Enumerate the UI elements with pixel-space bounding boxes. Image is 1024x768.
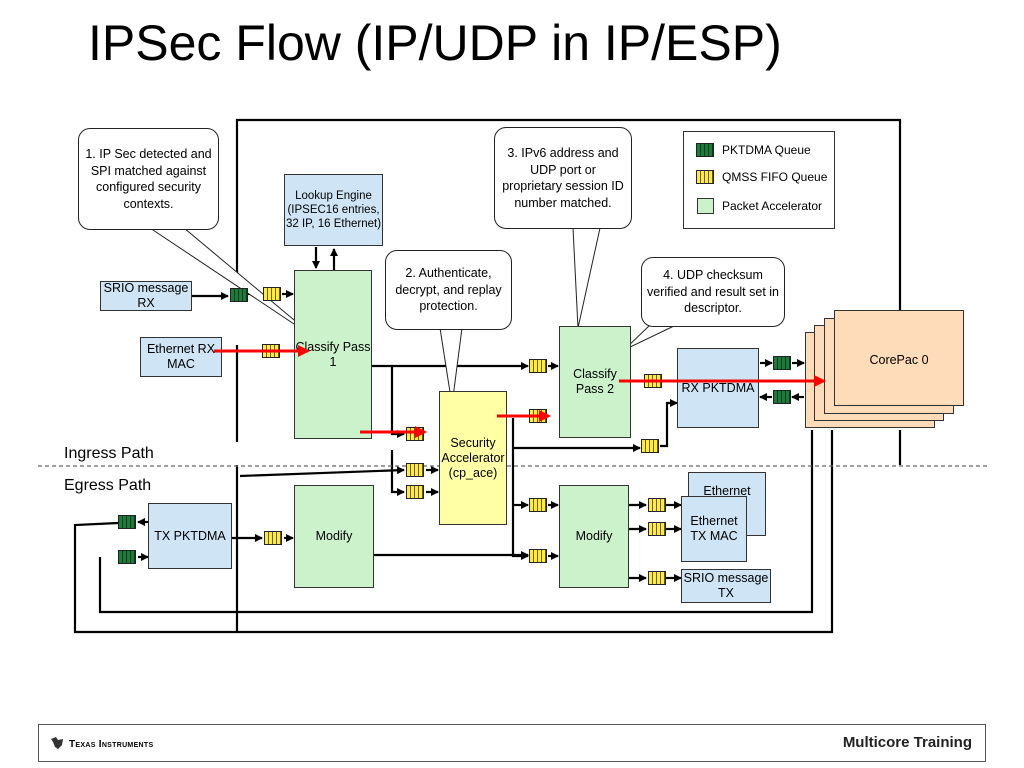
qmss-fifo-queue-icon [641, 439, 659, 453]
qmss-fifo-queue-icon [264, 531, 282, 545]
qmss-fifo-queue-icon [406, 427, 424, 441]
page-title: IPSec Flow (IP/UDP in IP/ESP) [88, 15, 782, 71]
pktdma-queue-icon [773, 390, 791, 404]
srio-message-rx: SRIO message RX [100, 281, 192, 311]
company-name: Texas Instruments [69, 739, 154, 750]
legend-packet-acc-label: Packet Accelerator [722, 199, 823, 213]
callout-udp-checksum: 4. UDP checksum verified and result set … [641, 257, 785, 327]
legend-qmss-label: QMSS FIFO Queue [722, 170, 828, 184]
pktdma-queue-icon [118, 515, 136, 529]
callout-ipv6-matched: 3. IPv6 address and UDP port or propriet… [494, 127, 632, 229]
qmss-fifo-queue-icon [648, 498, 666, 512]
pktdma-queue-icon [230, 288, 248, 302]
qmss-fifo-queue-icon [529, 549, 547, 563]
tx-pktdma: TX PKTDMA [148, 503, 232, 569]
lookup-engine: Lookup Engine (IPSEC16 entries, 32 IP, 1… [284, 174, 383, 246]
corepac-0: CorePac 0 [834, 310, 964, 406]
security-accelerator: Security Accelerator (cp_ace) [439, 391, 507, 525]
rx-pktdma: RX PKTDMA [677, 348, 759, 428]
pktdma-queue-icon [696, 143, 714, 157]
ti-logo-icon [50, 736, 64, 753]
egress-path-label: Egress Path [64, 477, 152, 494]
footer-bar [38, 724, 986, 762]
qmss-fifo-queue-icon [263, 287, 281, 301]
callout-ipsec-detected: 1. IP Sec detected and SPI matched again… [78, 128, 219, 230]
qmss-fifo-queue-icon [406, 485, 424, 499]
qmss-fifo-queue-icon [644, 374, 662, 388]
classify-pass-1: Classify Pass 1 [294, 270, 372, 439]
qmss-fifo-queue-icon [529, 359, 547, 373]
modify-egress-1: Modify [294, 485, 374, 588]
qmss-fifo-queue-icon [406, 463, 424, 477]
qmss-fifo-queue-icon [696, 170, 714, 184]
srio-message-tx: SRIO message TX [681, 569, 771, 603]
modify-egress-2: Modify [559, 485, 629, 588]
ethernet-tx-mac: Ethernet TX MAC [681, 496, 747, 562]
pktdma-queue-icon [118, 550, 136, 564]
ethernet-rx-mac: Ethernet RX MAC [140, 337, 222, 377]
legend-pktdma-label: PKTDMA Queue [722, 143, 811, 157]
qmss-fifo-queue-icon [529, 409, 547, 423]
qmss-fifo-queue-icon [648, 571, 666, 585]
ti-brand: Texas Instruments [50, 736, 153, 753]
packet-accelerator-swatch [697, 198, 714, 214]
pktdma-queue-icon [773, 356, 791, 370]
qmss-fifo-queue-icon [648, 522, 666, 536]
qmss-fifo-queue-icon [529, 498, 547, 512]
multicore-training-label: Multicore Training [842, 734, 972, 751]
qmss-fifo-queue-icon [262, 344, 280, 358]
callout-authenticate: 2. Authenticate, decrypt, and replay pro… [385, 250, 512, 330]
classify-pass-2: Classify Pass 2 [559, 326, 631, 438]
ingress-path-label: Ingress Path [64, 445, 154, 462]
